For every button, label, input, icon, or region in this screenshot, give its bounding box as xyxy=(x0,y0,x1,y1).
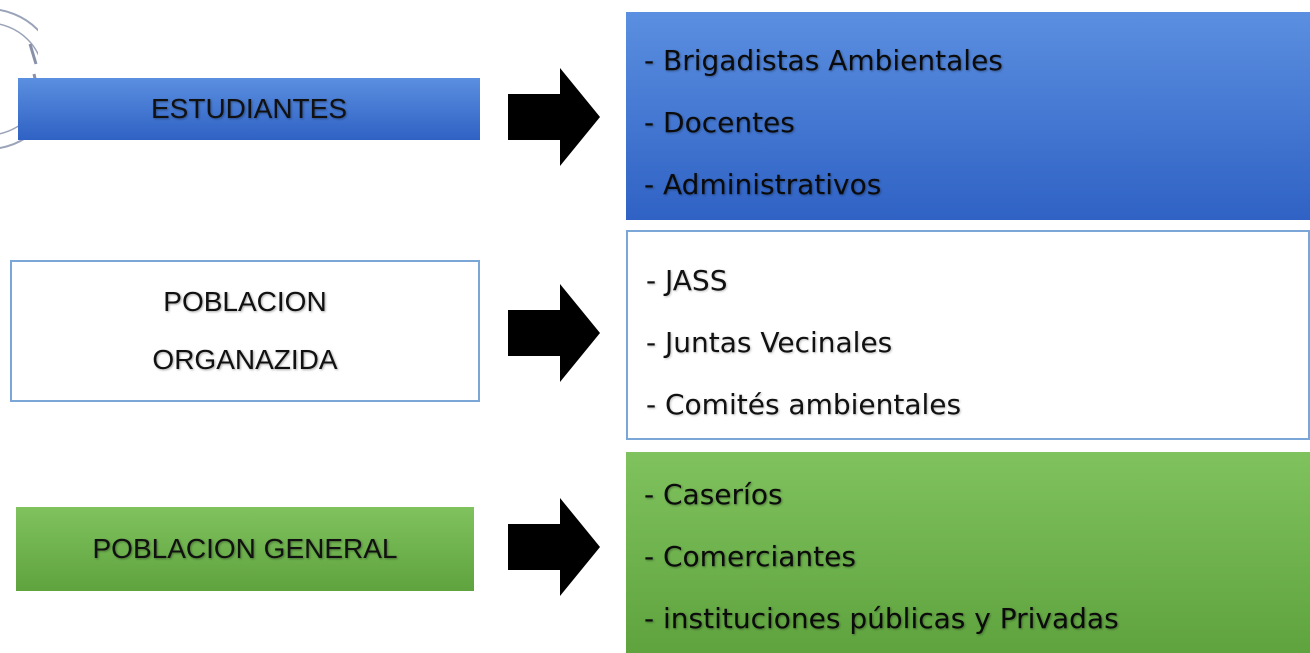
group-box-estudiantes: ESTUDIANTES xyxy=(18,78,480,140)
member-item: - Comerciantes xyxy=(644,540,856,573)
member-item: - Docentes xyxy=(644,106,795,139)
group-label-line: POBLACION GENERAL xyxy=(92,533,398,564)
arrow-right-icon xyxy=(508,284,600,382)
member-item: - Caseríos xyxy=(644,478,783,511)
member-item: - Juntas Vecinales xyxy=(646,326,893,359)
members-box-poblacion-organizada: - JASS - Juntas Vecinales - Comités ambi… xyxy=(626,230,1310,440)
member-item: - JASS xyxy=(646,264,728,297)
group-label-line: ORGANAZIDA xyxy=(152,344,338,375)
arrow-right-icon xyxy=(508,68,600,166)
member-item: - Comités ambientales xyxy=(646,388,962,421)
group-box-poblacion-general: POBLACION GENERAL xyxy=(16,507,474,591)
members-box-estudiantes: - Brigadistas Ambientales - Docentes - A… xyxy=(626,12,1310,220)
member-item: - Brigadistas Ambientales xyxy=(644,44,1003,77)
group-label-line: ESTUDIANTES xyxy=(150,93,348,124)
group-label-line: POBLACION xyxy=(163,286,327,317)
member-item: - instituciones públicas y Privadas xyxy=(644,602,1119,635)
arrow-right-icon xyxy=(508,498,600,596)
members-box-poblacion-general: - Caseríos - Comerciantes - institucione… xyxy=(626,452,1310,653)
member-item: - Administrativos xyxy=(644,168,882,201)
group-box-poblacion-organizada: POBLACION ORGANAZIDA xyxy=(10,260,480,402)
